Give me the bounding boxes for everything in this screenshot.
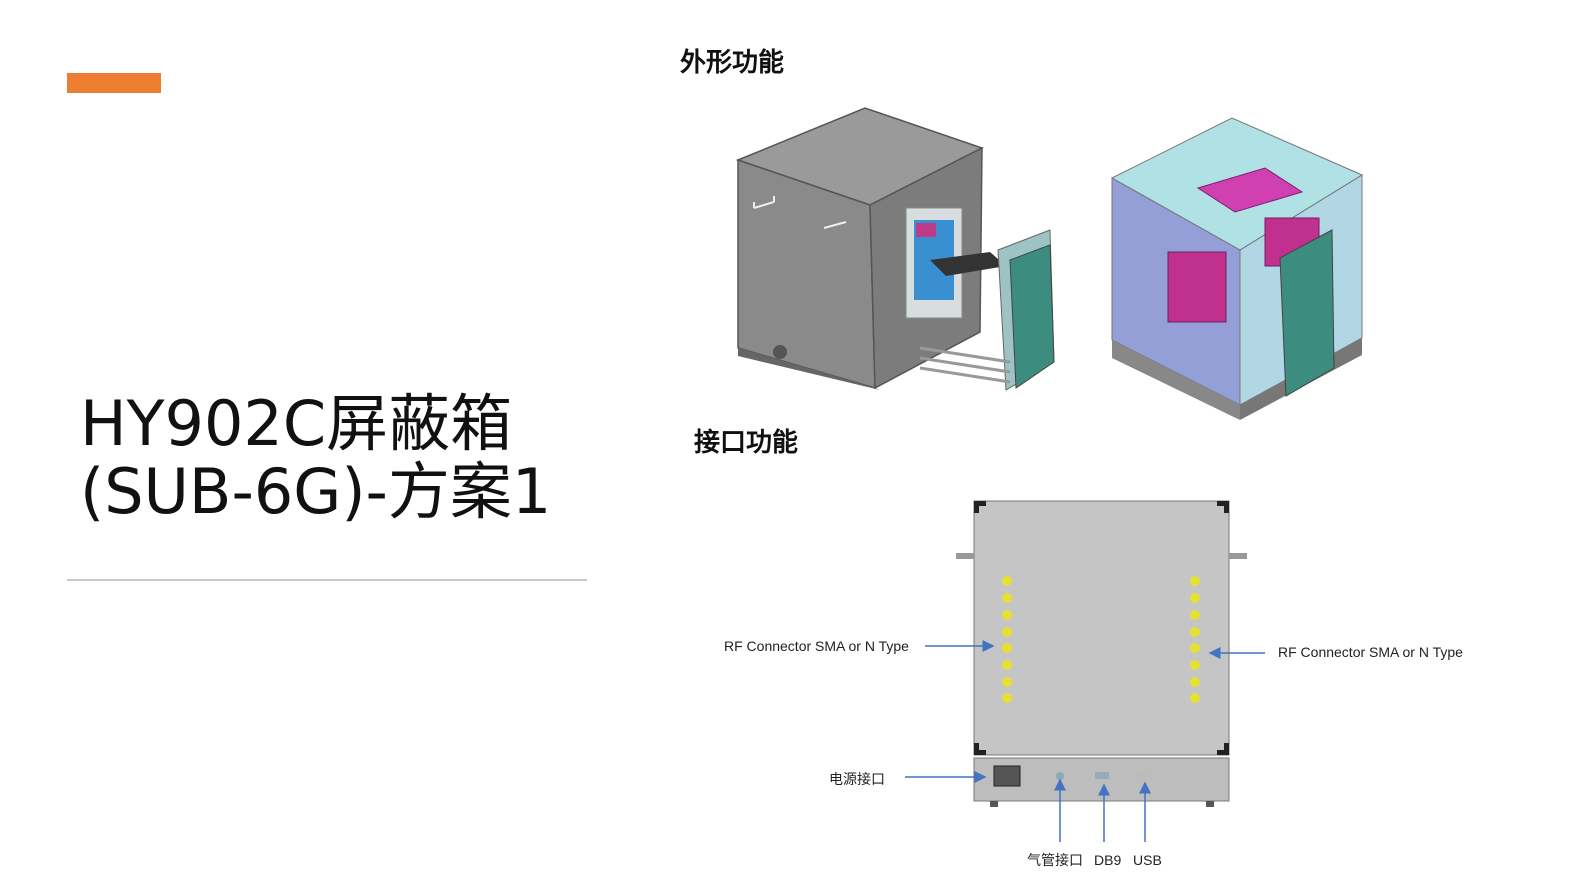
air-fitting bbox=[1056, 772, 1064, 780]
appearance-renders bbox=[735, 107, 1364, 420]
title-line-2: (SUB-6G)-方案1 bbox=[80, 455, 552, 528]
appearance-heading: 外形功能 bbox=[680, 48, 785, 78]
interface-heading: 接口功能 bbox=[694, 428, 799, 458]
transparent-box-render bbox=[1110, 117, 1364, 420]
slide-title: HY902C屏蔽箱 (SUB-6G)-方案1 bbox=[80, 390, 551, 526]
accent-bar bbox=[67, 73, 161, 93]
rf-connector-label-right: RF Connector SMA or N Type bbox=[1278, 644, 1463, 660]
power-interface-label: 电源接口 bbox=[829, 771, 885, 787]
rf-connector-label-left: RF Connector SMA or N Type bbox=[724, 638, 909, 654]
usb-label: USB bbox=[1133, 852, 1162, 868]
rf-connector-column-left bbox=[1002, 576, 1012, 703]
power-socket bbox=[993, 765, 1021, 787]
front-panel-drawing bbox=[956, 500, 1247, 807]
usb-port bbox=[1136, 772, 1146, 778]
rf-connector-column-right bbox=[1190, 576, 1200, 703]
db9-port bbox=[1095, 772, 1109, 779]
air-interface-label: 气管接口 bbox=[1027, 852, 1083, 868]
db9-label: DB9 bbox=[1094, 852, 1122, 868]
title-line-1: HY902C屏蔽箱 bbox=[80, 387, 513, 460]
closed-box-render bbox=[735, 107, 1055, 391]
title-divider bbox=[67, 579, 587, 581]
